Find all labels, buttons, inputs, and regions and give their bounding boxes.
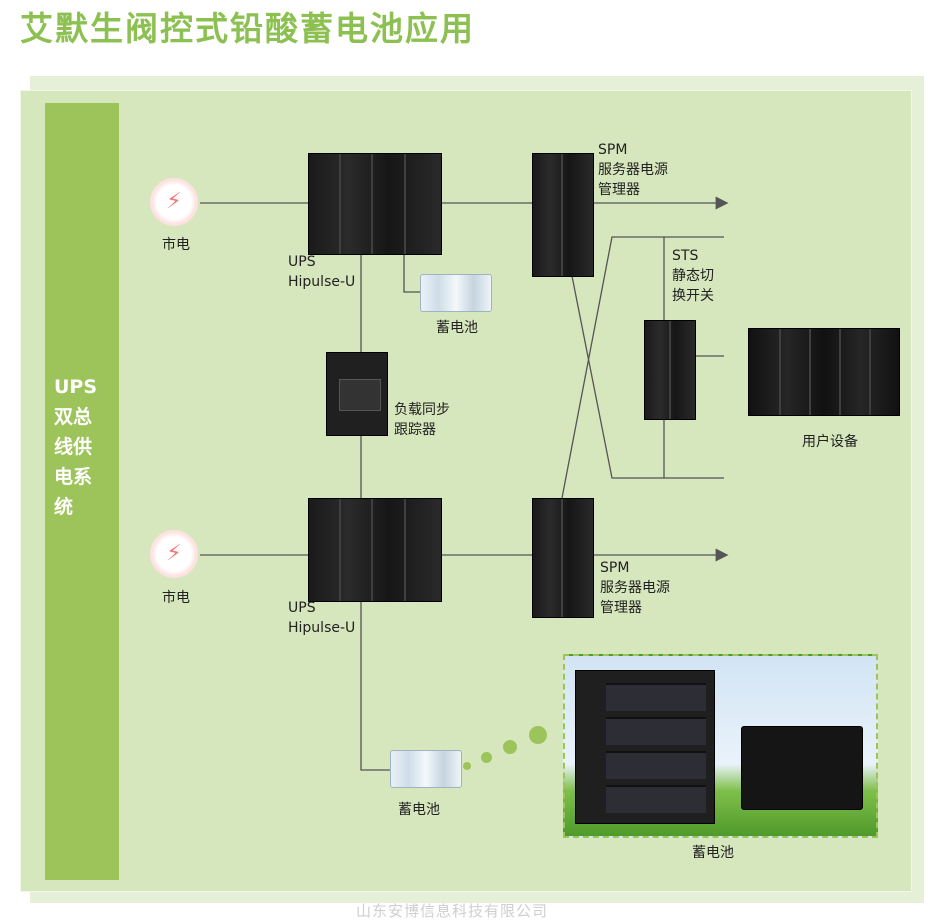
battery-top-icon <box>420 274 492 312</box>
ups-top-label: UPS Hipulse-U <box>288 254 356 290</box>
photo-caption: 蓄电池 <box>692 845 734 861</box>
lightning-icon: ⚡ <box>166 541 182 566</box>
mains-bottom-icon: ⚡ <box>152 532 196 576</box>
battery-top-label: 蓄电池 <box>436 320 478 336</box>
load-sync-tracker <box>326 352 388 436</box>
battery-cabinet-photo <box>563 654 878 838</box>
battery-unit-image <box>741 726 863 810</box>
user-equipment-label: 用户设备 <box>802 434 858 450</box>
user-equipment-racks <box>748 328 900 416</box>
battery-rack-image <box>575 670 715 824</box>
mains-top-label: 市电 <box>162 237 190 253</box>
connector-dot <box>529 726 547 744</box>
spm-bottom-label: SPM 服务器电源 管理器 <box>600 560 670 616</box>
sts-cabinet <box>644 320 696 420</box>
sidebar-stripe <box>45 103 119 880</box>
spm-top-cabinet <box>532 153 594 277</box>
lightning-icon: ⚡ <box>166 189 182 214</box>
mains-bottom-label: 市电 <box>162 590 190 606</box>
line-spm-bottom-to-sts-bus <box>561 236 724 499</box>
watermark: 山东安博信息科技有限公司 <box>356 902 549 920</box>
tracker-label: 负载同步 跟踪器 <box>394 402 450 438</box>
battery-bottom-label: 蓄电池 <box>398 802 440 818</box>
spm-top-label: SPM 服务器电源 管理器 <box>598 142 668 198</box>
line-spm-top-to-sts-bus <box>571 275 724 479</box>
ups-bottom-label: UPS Hipulse-U <box>288 600 356 636</box>
ups-top-cabinet <box>308 153 442 255</box>
sts-label: STS 静态切 换开关 <box>672 248 714 304</box>
battery-bottom-icon <box>390 750 462 788</box>
connector-dot <box>481 752 492 763</box>
ups-bottom-cabinet <box>308 498 442 602</box>
line-ups-bottom-to-battery <box>360 600 390 771</box>
sidebar-label: UPS 双总 线供 电系 统 <box>54 376 98 518</box>
page-title: 艾默生阀控式铅酸蓄电池应用 <box>20 9 475 48</box>
connector-dot <box>463 762 471 770</box>
connector-dot <box>503 740 517 754</box>
spm-bottom-cabinet <box>532 498 594 618</box>
mains-top-icon: ⚡ <box>152 180 196 224</box>
line-ups-top-to-battery <box>403 252 420 293</box>
